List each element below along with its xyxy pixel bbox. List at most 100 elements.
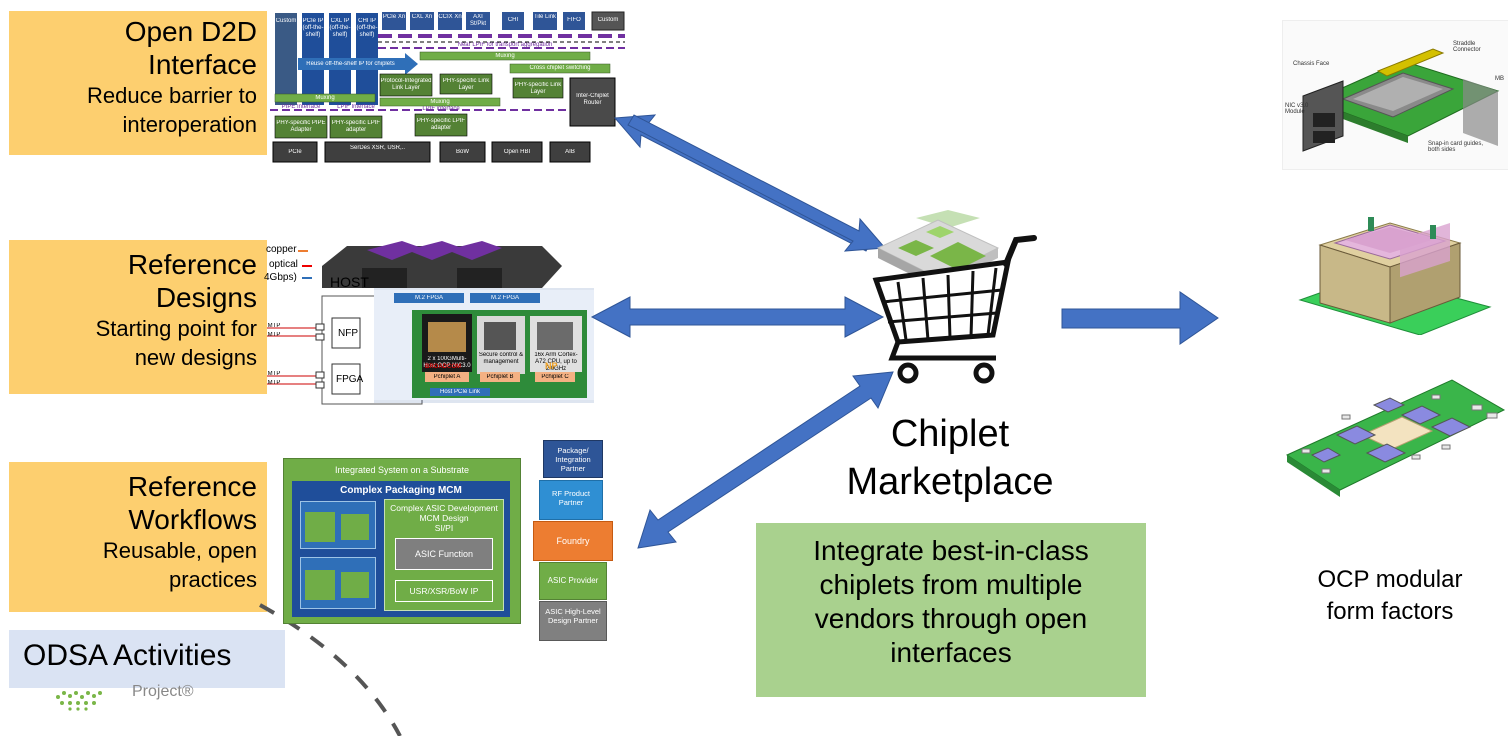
title-line: Designs [155,282,257,313]
top-box [533,12,557,30]
odsa-activities-label: ODSA Activities [9,630,285,688]
phy-link-label: PHY-specific Link Layer [442,78,490,91]
mini-chip [341,514,369,540]
phy-label: Open HBI [503,149,531,155]
activity-title: Reference Designs [9,248,257,314]
note-line: chiplets from multiple [819,569,1083,600]
marketplace-note-text: Integrate best-in-class chiplets from mu… [756,534,1146,670]
title-line: Reference [127,249,257,280]
top-box-label: Tile Link [533,14,557,20]
partner-asic-provider: ASIC Provider [539,562,607,600]
partner-label: RF Product Partner [552,489,590,507]
marketplace-title-line: Marketplace [846,461,1054,503]
mcm-title: Complex Packaging MCM [340,485,462,496]
logo-mark-icon [56,691,102,711]
asic-dev-line: Complex ASIC Development [390,503,498,513]
workflow-diagram: Integrated System on a Substrate Complex… [283,458,521,624]
mcm-box: Complex Packaging MCM Complex ASIC Devel… [292,481,510,617]
fpga-tab: M.2 FPGA [414,295,443,301]
d2d-diagram-svg [270,11,625,163]
phy-link-label-2: PHY-specific Link Layer [514,82,562,95]
chiplet-label: Pchiplet B [486,374,514,380]
subtitle-line: Reduce barrier to [87,83,257,108]
top-box [466,12,490,30]
asic-function-box: ASIC Function [395,538,493,570]
top-box [591,11,625,31]
subtitle-line: new designs [134,345,257,370]
card-label: 16x Arm Cortex-A72 CPU, up to 2.0GHz [534,352,578,372]
nic-label: Straddle Connector [1453,41,1481,53]
top-box [382,12,406,30]
usr-ip-box: USR/XSR/BoW IP [395,580,493,602]
muxing-label-2: Muxing [315,95,335,101]
ocp-nic-module-svg [1302,48,1500,152]
partner-label: Package/ Integration Partner [555,446,591,473]
host-pcie-label: Host PCIe Link [439,389,481,395]
host-label: HOST [330,274,369,290]
activity-open-d2d: Open D2D Interface Reduce barrier to int… [9,11,267,155]
integrated-system-title: Integrated System on a Substrate [334,465,470,475]
logo-text: Project® [132,683,194,700]
top-box-label: FIFO [567,17,581,23]
top-box [410,12,434,30]
d2d-interface-diagram: PCIe Xn CXL Xn CCIX Xn AXI St/Pkt CHI Ti… [270,8,630,168]
partner-label: ASIC Provider [547,576,599,585]
odsa-label-text: ODSA Activities [23,639,232,672]
lpif-label: LPIF Interface [337,104,375,110]
top-box-label: Custom [597,17,619,23]
partner-label: Foundry [556,536,590,546]
protocol-label: PCIe IP (off-the-shelf) [302,18,324,38]
mini-chip [305,570,335,600]
asic-dev-text: Complex ASIC Development MCM Design SI/P… [385,503,503,533]
top-box-label: AXI St/Pkt [469,14,486,27]
partner-high-level: ASIC High-Level Design Partner [539,601,607,641]
chiplet-label: Pchiplet C [541,374,569,380]
nic-label: Chassis Face [1293,61,1330,67]
activity-reference-designs: Reference Designs Starting point for new… [9,240,267,394]
fpga-tab: M.2 FPGA [490,295,519,301]
arrow-d2d-to-marketplace [613,114,887,252]
ocp-board-module-image [1285,379,1506,497]
ocp-enclosure-module-image [1298,217,1492,335]
lpif-adapter-label-2: PHY-specific LPIF adapter [416,118,466,131]
legend-copper: copper [266,244,297,255]
arrow-workflows-to-marketplace [637,371,894,549]
card-label: 2 x 100GMulti-Host OCP NIC3.0 [423,356,471,369]
reference-design-svg [267,241,594,405]
phy-label: AIB [565,149,575,155]
top-box-label: CCIX Xn [438,14,462,20]
mini-panel-bottom [300,557,376,609]
marketplace-title-line: Chiplet [890,413,1010,455]
marketplace-note: Integrate best-in-class chiplets from mu… [756,523,1146,697]
asic-dev-line: MCM Design [419,513,469,523]
note-line: interfaces [890,637,1012,668]
pcl-label: Protocol-Integrated Link Layer [380,78,432,91]
legend-optical: optical [269,259,298,270]
phy-label: BoW [455,149,469,155]
top-box [438,12,462,30]
legend-speed: 4Gbps) [264,272,297,283]
dashed-curve-decoration [259,603,402,736]
shopping-cart-icon [872,210,1037,384]
subtitle-line: interoperation [122,112,257,137]
mini-panel-top [300,501,376,549]
activity-title: Open D2D Interface [9,15,257,81]
mini-chip [341,572,369,598]
partner-label: ASIC High-Level Design Partner [545,607,601,625]
project-logo: Project® [50,683,210,713]
pipe-adapter-label: PHY-specific PIPE Adapter [276,120,326,133]
phy-label: SerDes XSR, USR,.. [349,145,405,151]
subtitle-line: practices [168,567,257,592]
ocp-label-line: form factors [1326,598,1454,625]
lpif-adapter-label: PHY-specific LPIF adapter [331,120,381,133]
asic-dev-line: SI/PI [434,523,454,533]
asic-dev-box: Complex ASIC Development MCM Design SI/P… [384,499,504,611]
nxp-brand: NP [545,361,558,371]
activity-title: Reference Workflows [9,470,257,536]
mini-chip [305,512,335,542]
muxing-label: Muxing [495,53,515,59]
arrow-designs-to-marketplace [590,296,885,338]
note-line: Integrate best-in-class [813,535,1089,566]
chiplet-label: Pchiplet A [433,374,461,380]
